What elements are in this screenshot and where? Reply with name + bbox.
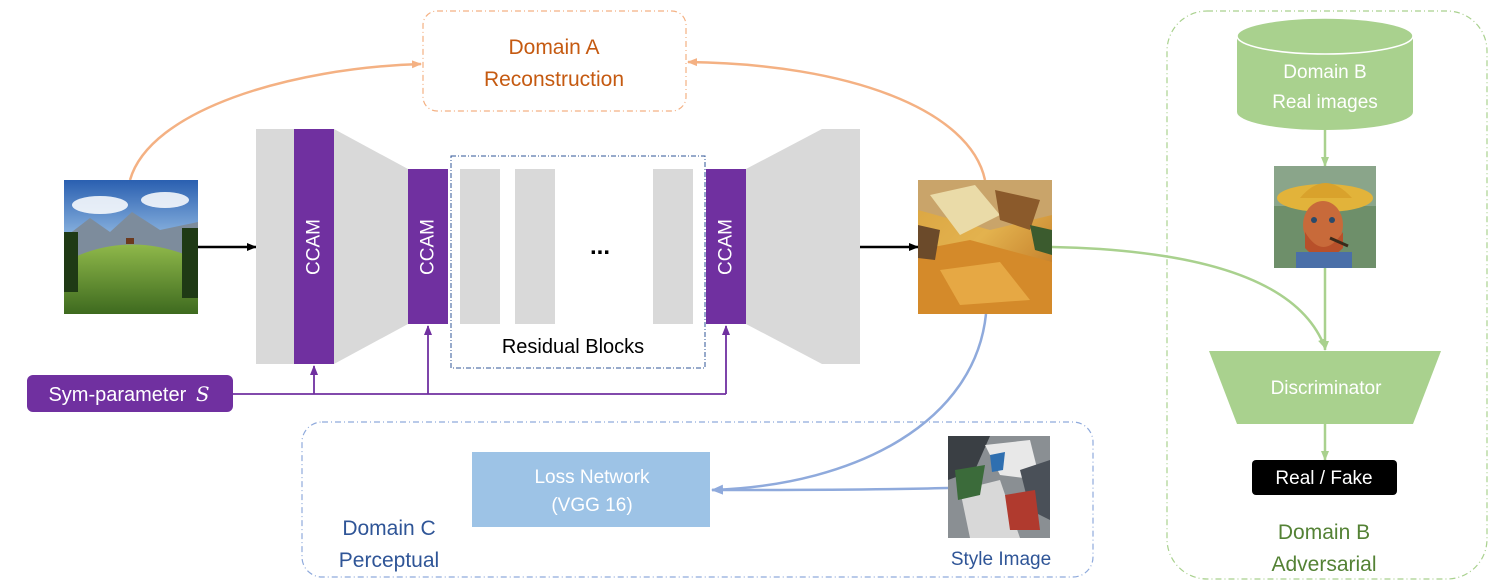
ccam-block-1: CCAM xyxy=(294,129,334,364)
generator-decoder xyxy=(746,129,860,364)
sym-parameter-label: Sym-parameter xyxy=(48,384,186,406)
domain-b-adversarial-subtitle: Adversarial xyxy=(1271,553,1376,576)
residual-block xyxy=(653,169,693,324)
style-image: Style Image xyxy=(948,436,1051,570)
domain-b-adversarial-title: Domain B xyxy=(1278,521,1370,544)
real-fake-output: Real / Fake xyxy=(1252,460,1397,495)
domain-a-box: Domain A Reconstruction xyxy=(422,10,687,112)
input-image xyxy=(64,180,198,314)
real-images-database: Domain B Real images xyxy=(1236,17,1414,130)
sym-parameter-box: Sym-parameter S xyxy=(27,375,233,412)
ccam-label-1: CCAM xyxy=(304,219,325,275)
ccam-label-3: CCAM xyxy=(716,219,737,275)
real-images-subtitle: Real images xyxy=(1272,92,1378,113)
residual-ellipsis: ... xyxy=(590,233,610,260)
domain-a-subtitle: Reconstruction xyxy=(484,68,624,91)
ccam-block-3: CCAM xyxy=(706,169,746,324)
domain-b-box: Domain B Adversarial xyxy=(1166,10,1488,580)
reconstruction-arrow-right xyxy=(687,58,987,181)
domain-a-title: Domain A xyxy=(508,36,599,59)
real-images-title: Domain B xyxy=(1283,62,1366,83)
style-image-label: Style Image xyxy=(951,549,1051,570)
discriminator: Discriminator xyxy=(1209,351,1441,424)
output-image xyxy=(918,180,1052,314)
adversarial-arrow xyxy=(1051,245,1327,349)
real-fake-label: Real / Fake xyxy=(1275,468,1372,489)
ccam-block-2: CCAM xyxy=(408,169,448,324)
loss-network-subtitle: (VGG 16) xyxy=(551,495,632,516)
sym-parameter-symbol: S xyxy=(196,382,210,406)
discriminator-label: Discriminator xyxy=(1271,378,1383,399)
residual-block xyxy=(460,169,500,324)
loss-network-box: Loss Network (VGG 16) xyxy=(472,452,710,527)
reconstruction-arrow-left xyxy=(128,60,422,181)
perceptual-arrow-output xyxy=(711,313,988,495)
perceptual-arrow-style xyxy=(711,486,949,492)
domain-c-title: Domain C xyxy=(342,517,435,540)
generator-encoder xyxy=(256,129,408,364)
loss-network-title: Loss Network xyxy=(534,467,650,488)
svg-text:Sym-parameter S: Sym-parameter S xyxy=(48,382,209,406)
residual-blocks: ... Residual Blocks xyxy=(450,155,706,369)
domain-c-box: Domain C Perceptual xyxy=(301,421,1094,578)
sym-parameter-lines xyxy=(233,325,730,395)
residual-block xyxy=(515,169,555,324)
ccam-label-2: CCAM xyxy=(418,219,439,275)
real-painting-image xyxy=(1274,166,1376,268)
residual-blocks-label: Residual Blocks xyxy=(502,336,644,358)
domain-c-subtitle: Perceptual xyxy=(339,549,439,572)
